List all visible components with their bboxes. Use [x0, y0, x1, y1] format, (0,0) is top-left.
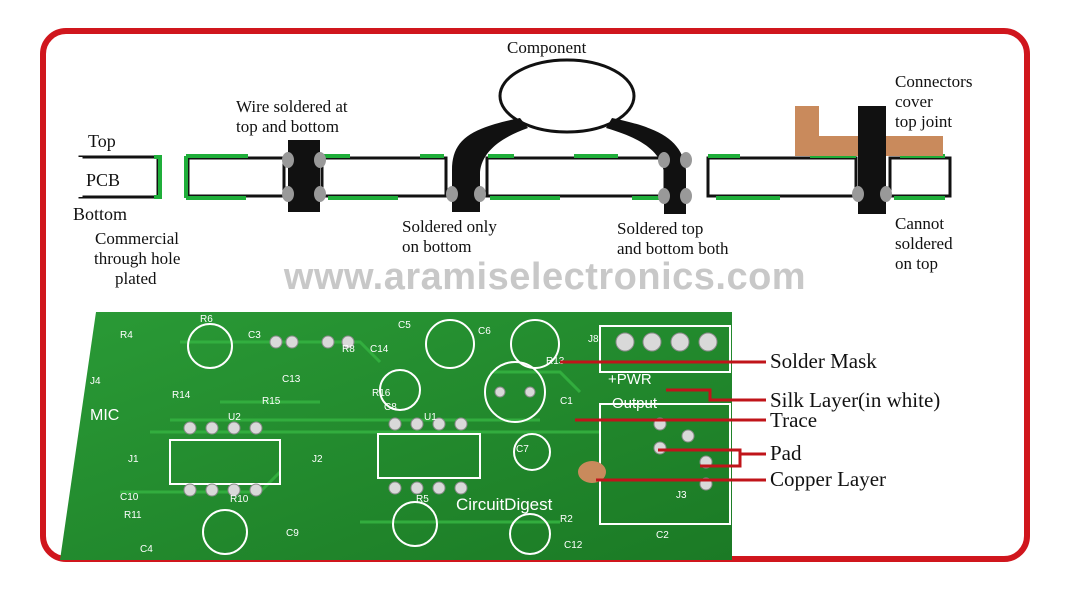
- label-commercial-3: plated: [115, 269, 157, 288]
- silk-ref: J2: [312, 454, 323, 465]
- silk-ref: R14: [172, 390, 191, 401]
- pcb-board-photo: R4 R6 C3 C5 C6 R8 C14 J4 R14 R15 C13 R16…: [60, 312, 732, 560]
- silk-ref: C2: [656, 530, 669, 541]
- silk-ref: U1: [424, 412, 437, 423]
- callout-trace: Trace: [770, 408, 818, 432]
- silk-ref: C7: [516, 444, 529, 455]
- label-cannot-1: Cannot: [895, 214, 945, 233]
- silk-ref: R10: [230, 494, 249, 505]
- silk-ref: J3: [676, 490, 687, 501]
- label-cannot-2: soldered: [895, 234, 953, 253]
- silk-ref: R16: [372, 388, 391, 399]
- silk-ref: C12: [564, 540, 583, 551]
- silk-ref: R8: [342, 344, 355, 355]
- silk-ref: C9: [286, 528, 299, 539]
- label-commercial-2: through hole: [94, 249, 181, 268]
- label-component: Component: [507, 38, 587, 57]
- silk-ref: R15: [262, 396, 281, 407]
- watermark-text: www.aramiselectronics.com: [283, 256, 807, 298]
- label-wire-2: top and bottom: [236, 117, 339, 136]
- callout-copper-layer: Copper Layer: [770, 467, 887, 491]
- label-soldered-both-2: and bottom both: [617, 239, 729, 258]
- silk-ref: R13: [546, 356, 565, 367]
- silk-ref: J8: [588, 334, 599, 345]
- silk-ref: C10: [120, 492, 139, 503]
- silk-ref: J4: [90, 376, 101, 387]
- silk-brand: CircuitDigest: [456, 495, 553, 514]
- silk-ref: C1: [560, 396, 573, 407]
- silk-pwr: +PWR: [608, 371, 652, 388]
- silk-ref: R4: [120, 330, 133, 341]
- silk-ref: R6: [200, 314, 213, 325]
- callout-solder-mask: Solder Mask: [770, 349, 877, 373]
- wire-through-hole: [282, 140, 326, 212]
- silk-ref: C8: [384, 402, 397, 413]
- pcb-legend-box: [77, 155, 162, 199]
- connector-block: [795, 106, 943, 214]
- label-pcb: PCB: [86, 170, 121, 190]
- silk-ref: C14: [370, 344, 389, 355]
- silk-ref: C5: [398, 320, 411, 331]
- silk-ref: R11: [124, 510, 142, 521]
- silk-ref: R2: [560, 514, 573, 525]
- silk-ref: C4: [140, 544, 153, 555]
- label-soldered-bottom-1: Soldered only: [402, 217, 497, 236]
- silk-ref: C13: [282, 374, 301, 385]
- label-connectors-2: cover: [895, 92, 933, 111]
- silk-ref: C3: [248, 330, 261, 341]
- label-connectors-3: top joint: [895, 112, 953, 131]
- silk-ref: U2: [228, 412, 241, 423]
- silk-output: Output: [612, 395, 658, 412]
- callout-silk-layer: Silk Layer(in white): [770, 388, 941, 412]
- silk-ref: J1: [128, 454, 139, 465]
- label-wire-1: Wire soldered at: [236, 97, 348, 116]
- component-body: [446, 58, 692, 214]
- label-top: Top: [88, 131, 116, 151]
- label-soldered-both-1: Soldered top: [617, 219, 704, 238]
- label-soldered-bottom-2: on bottom: [402, 237, 472, 256]
- label-connectors-1: Connectors: [895, 72, 973, 91]
- silk-ref: C6: [478, 326, 491, 337]
- label-bottom: Bottom: [73, 204, 128, 224]
- callout-pad: Pad: [770, 441, 802, 465]
- label-cannot-3: on top: [895, 254, 938, 273]
- label-commercial-1: Commercial: [95, 229, 180, 248]
- silk-mic: MIC: [90, 407, 119, 424]
- silk-ref: R5: [416, 494, 429, 505]
